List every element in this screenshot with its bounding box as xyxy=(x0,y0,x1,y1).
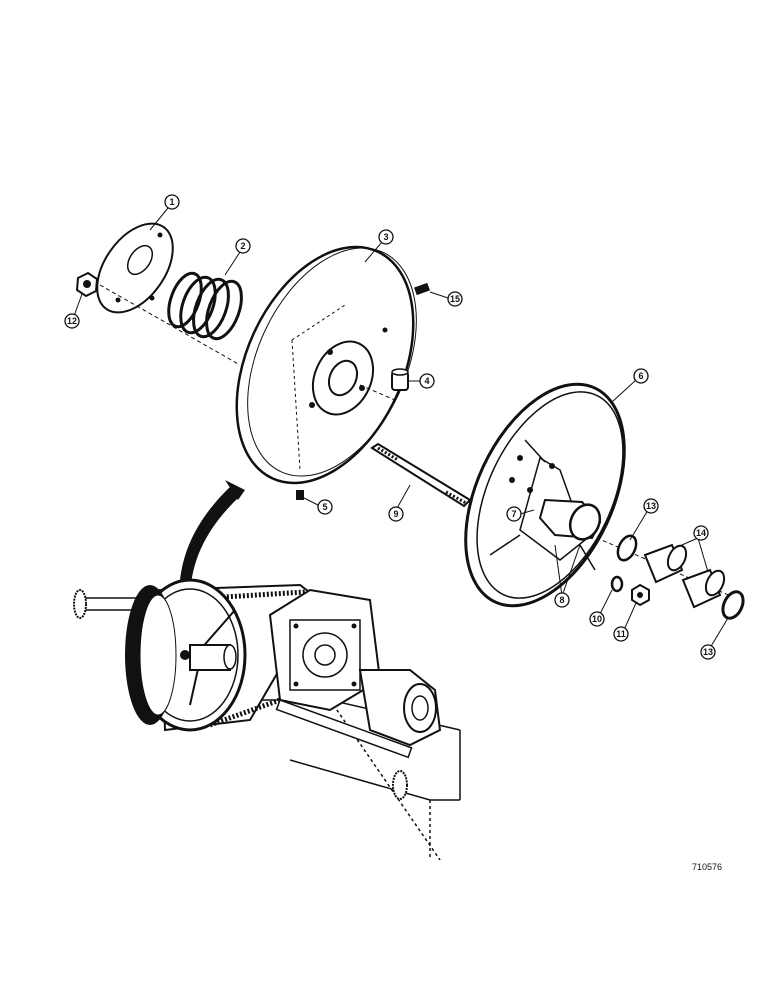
callout-4: 4 xyxy=(419,373,435,389)
svg-text:8: 8 xyxy=(559,595,564,605)
svg-text:11: 11 xyxy=(616,629,626,639)
svg-text:9: 9 xyxy=(393,509,398,519)
callout-9: 9 xyxy=(388,506,404,522)
leader-lines xyxy=(73,207,729,649)
svg-text:12: 12 xyxy=(67,316,77,326)
part-bushing-14-b xyxy=(681,568,726,609)
part-fixed-sheave xyxy=(464,382,626,608)
part-retainer-plate xyxy=(96,222,174,314)
callout-3: 3 xyxy=(378,229,394,245)
callout-12: 12 xyxy=(64,313,80,329)
callout-2: 2 xyxy=(235,238,251,254)
figure-code: 710576 xyxy=(692,862,722,872)
part-bushing-14-a xyxy=(643,543,688,584)
svg-text:14: 14 xyxy=(696,528,706,538)
callout-5: 5 xyxy=(317,499,333,515)
callout-8: 8 xyxy=(554,592,570,608)
part-pin-5 xyxy=(296,490,304,500)
svg-text:2: 2 xyxy=(240,241,245,251)
part-washer-10 xyxy=(610,575,624,593)
installed-assembly-view xyxy=(73,578,461,861)
part-nut-11 xyxy=(631,583,650,607)
callout-13-upper: 13 xyxy=(643,498,659,514)
part-set-screw-15 xyxy=(414,282,430,296)
svg-text:15: 15 xyxy=(450,294,460,304)
part-washer-13-upper xyxy=(616,534,638,562)
callout-15: 15 xyxy=(447,291,463,307)
callout-6: 6 xyxy=(633,368,649,384)
callout-7: 7 xyxy=(506,506,522,522)
svg-text:6: 6 xyxy=(638,371,643,381)
part-movable-sheave xyxy=(235,245,417,485)
part-bushing-4 xyxy=(391,368,409,391)
callout-11: 11 xyxy=(613,626,629,642)
svg-text:4: 4 xyxy=(424,376,429,386)
svg-text:10: 10 xyxy=(592,614,602,624)
callout-1: 1 xyxy=(164,194,180,210)
callout-10: 10 xyxy=(589,611,605,627)
callout-14: 14 xyxy=(693,525,709,541)
svg-text:13: 13 xyxy=(703,647,713,657)
svg-text:1: 1 xyxy=(169,197,174,207)
callout-13-lower: 13 xyxy=(700,644,716,660)
part-nut-12 xyxy=(75,271,99,298)
svg-text:5: 5 xyxy=(322,502,327,512)
part-spring xyxy=(167,271,243,341)
svg-text:13: 13 xyxy=(646,501,656,511)
svg-text:3: 3 xyxy=(383,232,388,242)
part-shaft-9 xyxy=(370,442,472,508)
svg-text:7: 7 xyxy=(511,509,516,519)
part-washer-13-lower xyxy=(721,590,745,620)
